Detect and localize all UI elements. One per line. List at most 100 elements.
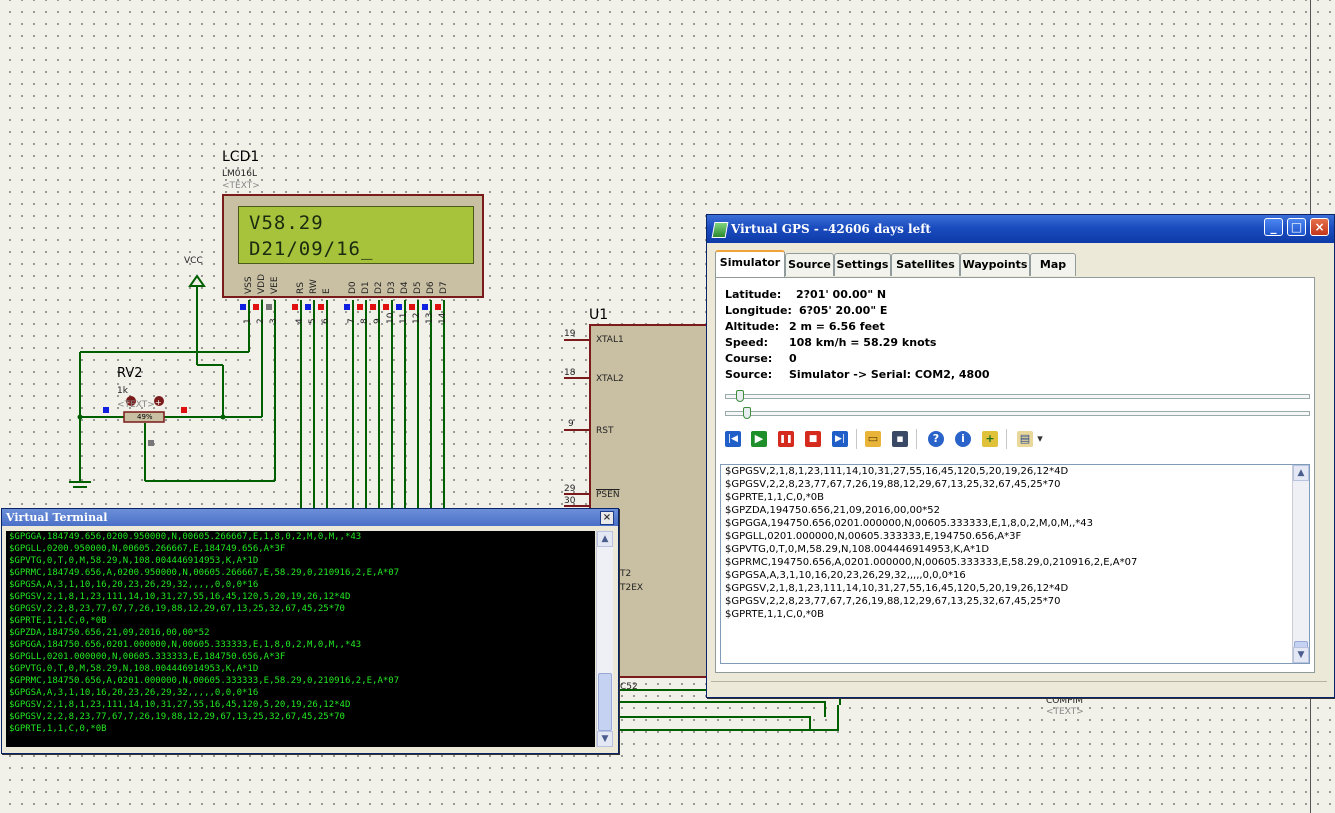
u1-c52-label: C52 [620, 682, 638, 692]
tab-waypoints[interactable]: Waypoints [960, 253, 1030, 276]
terminal-line: $GPGSV,2,1,8,1,23,111,14,10,31,27,55,16,… [9, 592, 351, 602]
virtual-terminal-titlebar[interactable]: Virtual Terminal × [2, 509, 618, 526]
open-folder-icon[interactable]: ▭ [865, 431, 881, 447]
u1-pin29-num: 29 [564, 484, 576, 494]
nmea-log-scroll-up-button[interactable]: ▲ [1293, 465, 1309, 481]
rv2-ref-label: RV2 [117, 366, 143, 381]
lcd-pin-number: 13 [425, 312, 435, 324]
lcd-pin-name: RW [309, 279, 319, 294]
source-row: Source:Simulator -> Serial: COM2, 4800 [725, 368, 990, 381]
options-icon[interactable]: ▤ [1017, 431, 1033, 447]
terminal-line: $GPGSV,2,1,8,1,23,111,14,10,31,27,55,16,… [9, 700, 351, 710]
vcc-label: VCC [184, 256, 203, 266]
rv2-value-label: 1k [117, 386, 128, 396]
lcd-pin-number: 2 [256, 318, 266, 324]
virtual-gps-window[interactable]: Virtual GPS - -42606 days left _ □ × Sim… [706, 214, 1335, 698]
lcd-screen: V58.29 D21/09/16_ [238, 206, 474, 264]
nmea-log-scrollbar[interactable]: ▲ ▼ [1292, 465, 1309, 663]
terminal-scroll-thumb[interactable] [598, 673, 612, 731]
latitude-value: 2?01' 00.00" N [796, 288, 887, 301]
nmea-log[interactable]: $GPGSV,2,1,8,1,23,111,14,10,31,27,55,16,… [720, 464, 1310, 664]
tab-satellites[interactable]: Satellites [891, 253, 960, 276]
virtual-terminal-close-button[interactable]: × [600, 511, 614, 525]
speed-slider-thumb[interactable] [743, 407, 751, 419]
longitude-row: Longitude:6?05' 20.00" E [725, 304, 887, 317]
lcd-pin-number: 6 [321, 318, 331, 324]
rv2-text-placeholder: <TEXT> [117, 400, 155, 410]
terminal-scroll-down-button[interactable]: ▼ [597, 731, 613, 747]
terminal-line: $GPGLL,0201.000000,N,00605.333333,E,1847… [9, 652, 286, 662]
terminal-output[interactable]: $GPGGA,184749.656,0200.950000,N,00605.26… [6, 531, 595, 747]
lcd-pin-name: D1 [361, 281, 371, 294]
course-value: 0 [789, 352, 797, 365]
terminal-scroll-up-button[interactable]: ▲ [597, 531, 613, 547]
terminal-line: $GPGSV,2,2,8,23,77,67,7,26,19,88,12,29,6… [9, 712, 345, 722]
first-icon[interactable]: |◀ [725, 431, 741, 447]
gps-close-button[interactable]: × [1310, 218, 1329, 236]
lcd-module[interactable]: V58.29 D21/09/16_ [222, 194, 484, 298]
lcd-part-label: LM016L [222, 169, 257, 179]
add-waypoint-icon[interactable]: + [982, 431, 998, 447]
gps-minimize-button[interactable]: _ [1264, 218, 1283, 236]
altitude-row: Altitude:2 m = 6.56 feet [725, 320, 885, 333]
info-icon[interactable]: i [955, 431, 971, 447]
latitude-row: Latitude:2?01' 00.00" N [725, 288, 886, 301]
save-icon[interactable]: ▪ [892, 431, 908, 447]
lcd-pin-name: D5 [413, 281, 423, 294]
terminal-line: $GPRTE,1,1,C,0,*0B [9, 616, 107, 626]
options-dropdown-icon[interactable]: ▾ [1037, 432, 1043, 445]
nmea-log-line: $GPGLL,0201.000000,N,00605.333333,E,1947… [725, 531, 1022, 542]
nmea-log-scroll-down-button[interactable]: ▼ [1293, 647, 1309, 663]
virtual-gps-titlebar[interactable]: Virtual GPS - -42606 days left _ □ × [707, 215, 1334, 243]
u1-t2-label: T2 [620, 569, 632, 579]
lcd-pin-name: D6 [426, 281, 436, 294]
tab-settings[interactable]: Settings [834, 253, 891, 276]
terminal-line: $GPGSA,A,3,1,10,16,20,23,26,29,32,,,,,0,… [9, 688, 259, 698]
u1-pin30-num: 30 [564, 496, 576, 506]
toolbar-separator [916, 429, 917, 449]
lcd-pin-number: 4 [295, 318, 305, 324]
compim-label: COMPIM [1046, 696, 1083, 706]
lcd-pin-name: D3 [387, 281, 397, 294]
gps-status-bar [711, 681, 1327, 694]
terminal-line: $GPGGA,184750.656,0201.000000,N,00605.33… [9, 640, 362, 650]
u1-pin18-name: XTAL2 [596, 374, 624, 384]
u1-ref-label: U1 [589, 307, 609, 323]
simulator-panel: Latitude:2?01' 00.00" N Longitude:6?05' … [715, 277, 1315, 673]
nmea-log-line: $GPGSV,2,2,8,23,77,67,7,26,19,88,12,29,6… [725, 596, 1061, 607]
last-icon[interactable]: ▶| [832, 431, 848, 447]
longitude-label: Longitude: [725, 304, 792, 317]
tab-simulator[interactable]: Simulator [715, 250, 785, 277]
nmea-log-line: $GPGSA,A,3,1,10,16,20,23,26,29,32,,,,,0,… [725, 570, 966, 581]
u1-pin29-name: PSEN [596, 490, 620, 500]
pause-icon[interactable]: ❚❚ [778, 431, 794, 447]
terminal-line: $GPVTG,0,T,0,M,58.29,N,108.004446914953,… [9, 664, 259, 674]
help-icon[interactable]: ? [928, 431, 944, 447]
play-icon[interactable]: ▶ [751, 431, 767, 447]
terminal-scrollbar[interactable]: ▲ ▼ [596, 531, 613, 747]
track-position-slider-thumb[interactable] [736, 390, 744, 402]
lcd-pin-number: 9 [373, 318, 383, 324]
virtual-terminal-window[interactable]: Virtual Terminal × $GPGGA,184749.656,020… [1, 508, 619, 754]
lcd-pin-number: 3 [269, 318, 279, 324]
nmea-log-line: $GPRTE,1,1,C,0,*0B [725, 609, 824, 620]
speed-value: 108 km/h = 58.29 knots [789, 336, 937, 349]
lcd-pin-number: 12 [412, 312, 422, 324]
tab-map[interactable]: Map [1030, 253, 1076, 276]
course-row: Course: 0 [725, 352, 797, 365]
lcd-pin-name: D7 [439, 281, 449, 294]
speed-row: Speed:108 km/h = 58.29 knots [725, 336, 936, 349]
stop-icon[interactable]: ■ [805, 431, 821, 447]
tab-source[interactable]: Source [785, 253, 834, 276]
u1-pin9-num: 9 [568, 419, 574, 429]
lcd-pin-name: D0 [348, 281, 358, 294]
gps-maximize-button[interactable]: □ [1287, 218, 1306, 236]
speed-slider[interactable] [725, 407, 1310, 419]
course-label: Course: [725, 352, 773, 365]
nmea-log-line: $GPZDA,194750.656,21,09,2016,00,00*52 [725, 505, 940, 516]
lcd-pin-name: E [322, 288, 332, 294]
gps-app-icon [711, 222, 729, 238]
u1-pin9-name: RST [596, 426, 614, 436]
track-position-slider[interactable] [725, 390, 1310, 402]
